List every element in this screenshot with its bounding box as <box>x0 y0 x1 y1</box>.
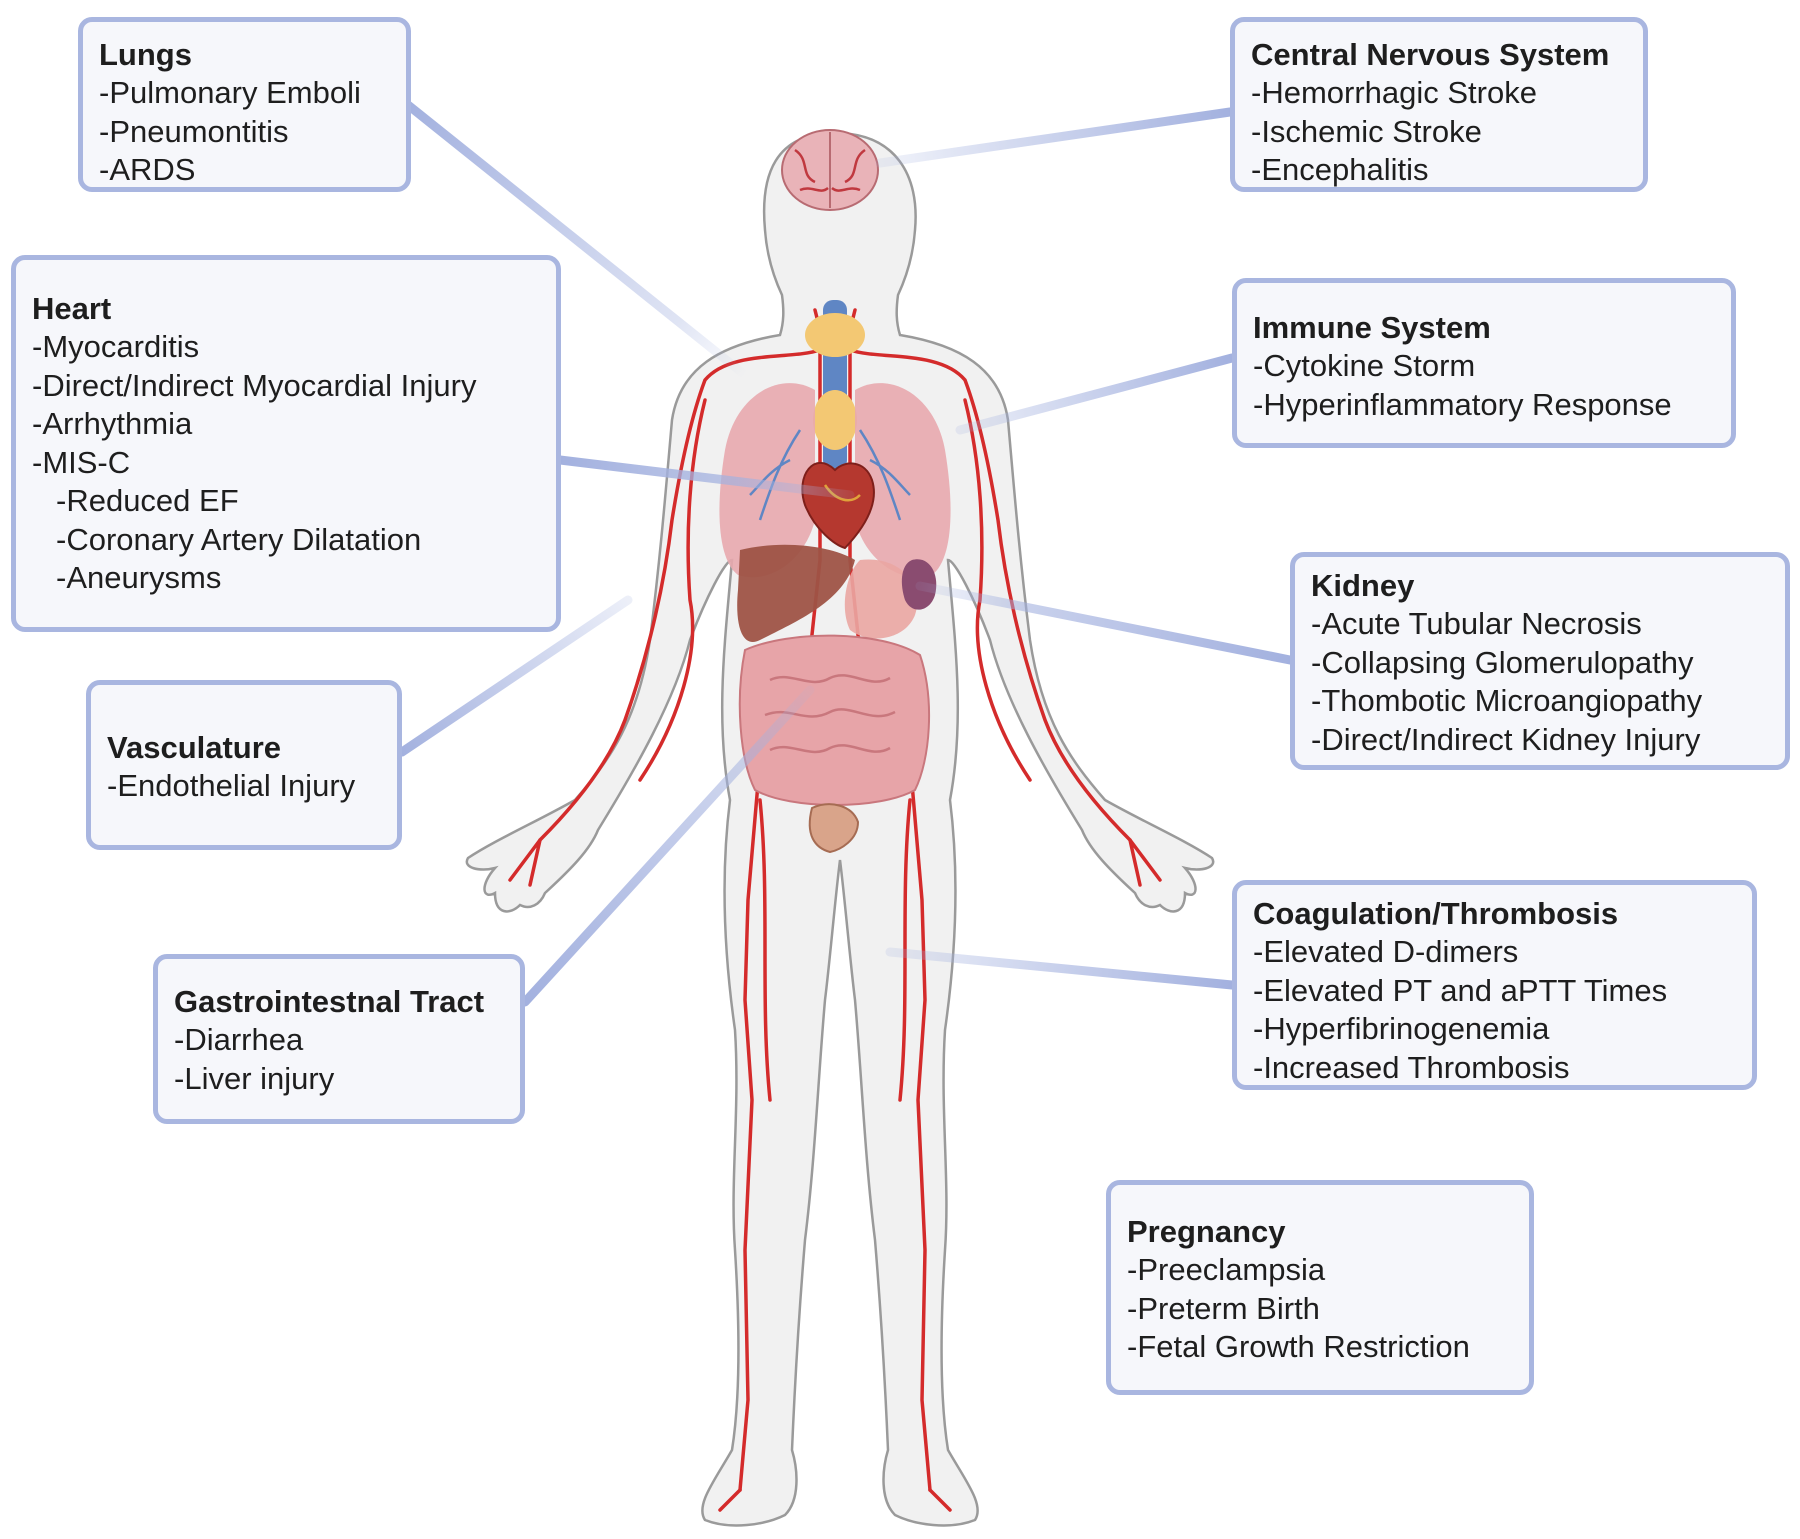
box-item: -Preterm Birth <box>1127 1290 1320 1326</box>
box-subitem: -Aneurysms <box>56 560 222 595</box>
box-title: Lungs <box>99 37 192 72</box>
box-title: Vasculature <box>107 730 282 765</box>
box-item: -Elevated D-dimers <box>1253 934 1519 969</box>
box-item: -Direct/Indirect Myocardial Injury <box>32 367 477 403</box>
bladder-icon <box>808 803 860 854</box>
box-item: -Cytokine Storm <box>1253 348 1476 383</box>
box-title: Pregnancy <box>1127 1214 1286 1249</box>
box-item: -Preeclampsia <box>1127 1252 1326 1287</box>
box-vasculature: Vasculature -Endothelial Injury <box>86 680 402 850</box>
intestines-icon <box>738 634 931 806</box>
box-title: Heart <box>32 291 112 326</box>
box-central-nervous-system: Central Nervous System -Hemorrhagic Stro… <box>1230 17 1648 192</box>
box-item: -Direct/Indirect Kidney Injury <box>1311 721 1701 757</box>
box-item: -Myocarditis <box>32 329 200 364</box>
box-item: -Fetal Growth Restriction <box>1127 1329 1470 1364</box>
connector-kidney <box>915 581 1295 665</box>
box-item: -Thombotic Microangiopathy <box>1311 683 1703 718</box>
box-item: -Acute Tubular Necrosis <box>1311 606 1642 641</box>
box-item: -Elevated PT and aPTT Times <box>1253 972 1668 1008</box>
box-item: -Hyperinflammatory Response <box>1253 386 1672 422</box>
box-heart: Heart -Myocarditis -Direct/Indirect Myoc… <box>11 255 561 632</box>
box-item: -Increased Thrombosis <box>1253 1049 1570 1085</box>
connector-vasculature <box>397 595 633 757</box>
thyroid-icon <box>805 300 865 470</box>
box-item: -ARDS <box>99 152 196 187</box>
box-item: -Collapsing Glomerulopathy <box>1311 644 1694 680</box>
box-subitem: -Reduced EF <box>56 483 239 518</box>
box-item: -Diarrhea <box>174 1022 304 1057</box>
connector-heart <box>555 455 855 500</box>
connector-lungs <box>403 100 750 380</box>
connector-lines <box>397 100 1295 1007</box>
box-item: -Encephalitis <box>1251 152 1429 187</box>
connector-immune <box>955 353 1237 435</box>
brain-icon <box>781 129 879 211</box>
connector-cns <box>875 107 1235 168</box>
box-item: -MIS-C <box>32 444 131 480</box>
box-item: -Ischemic Stroke <box>1251 113 1482 149</box>
box-item: -Hyperfibrinogenemia <box>1253 1011 1550 1046</box>
connector-gi <box>520 685 815 1007</box>
liver-icon <box>737 544 855 642</box>
box-immune-system: Immune System -Cytokine Storm -Hyperinfl… <box>1232 278 1736 448</box>
stomach-icon <box>844 559 918 639</box>
connector-coag <box>885 947 1237 990</box>
box-item: -Hemorrhagic Stroke <box>1251 75 1537 110</box>
box-title: Central Nervous System <box>1251 37 1610 72</box>
box-item: -Liver injury <box>174 1060 335 1096</box>
box-lungs: Lungs -Pulmonary Emboli -Pneumontitis -A… <box>78 17 411 192</box>
box-subitem: -Coronary Artery Dilatation <box>56 521 422 557</box>
box-item: -Pulmonary Emboli <box>99 75 361 110</box>
box-pregnancy: Pregnancy -Preeclampsia -Preterm Birth -… <box>1106 1180 1534 1395</box>
box-title: Gastrointestnal Tract <box>174 984 485 1019</box>
box-title: Immune System <box>1253 310 1491 345</box>
box-item: -Endothelial Injury <box>107 768 356 803</box>
box-kidney: Kidney -Acute Tubular Necrosis -Collapsi… <box>1290 552 1790 770</box>
box-title: Coagulation/Thrombosis <box>1253 896 1619 931</box>
box-coagulation-thrombosis: Coagulation/Thrombosis -Elevated D-dimer… <box>1232 880 1757 1090</box>
box-title: Kidney <box>1311 568 1415 603</box>
lungs-icon <box>719 383 951 578</box>
box-item: -Pneumontitis <box>99 113 289 149</box>
box-gastrointestinal: Gastrointestnal Tract -Diarrhea -Liver i… <box>153 954 525 1124</box>
box-item: -Arrhythmia <box>32 406 193 441</box>
